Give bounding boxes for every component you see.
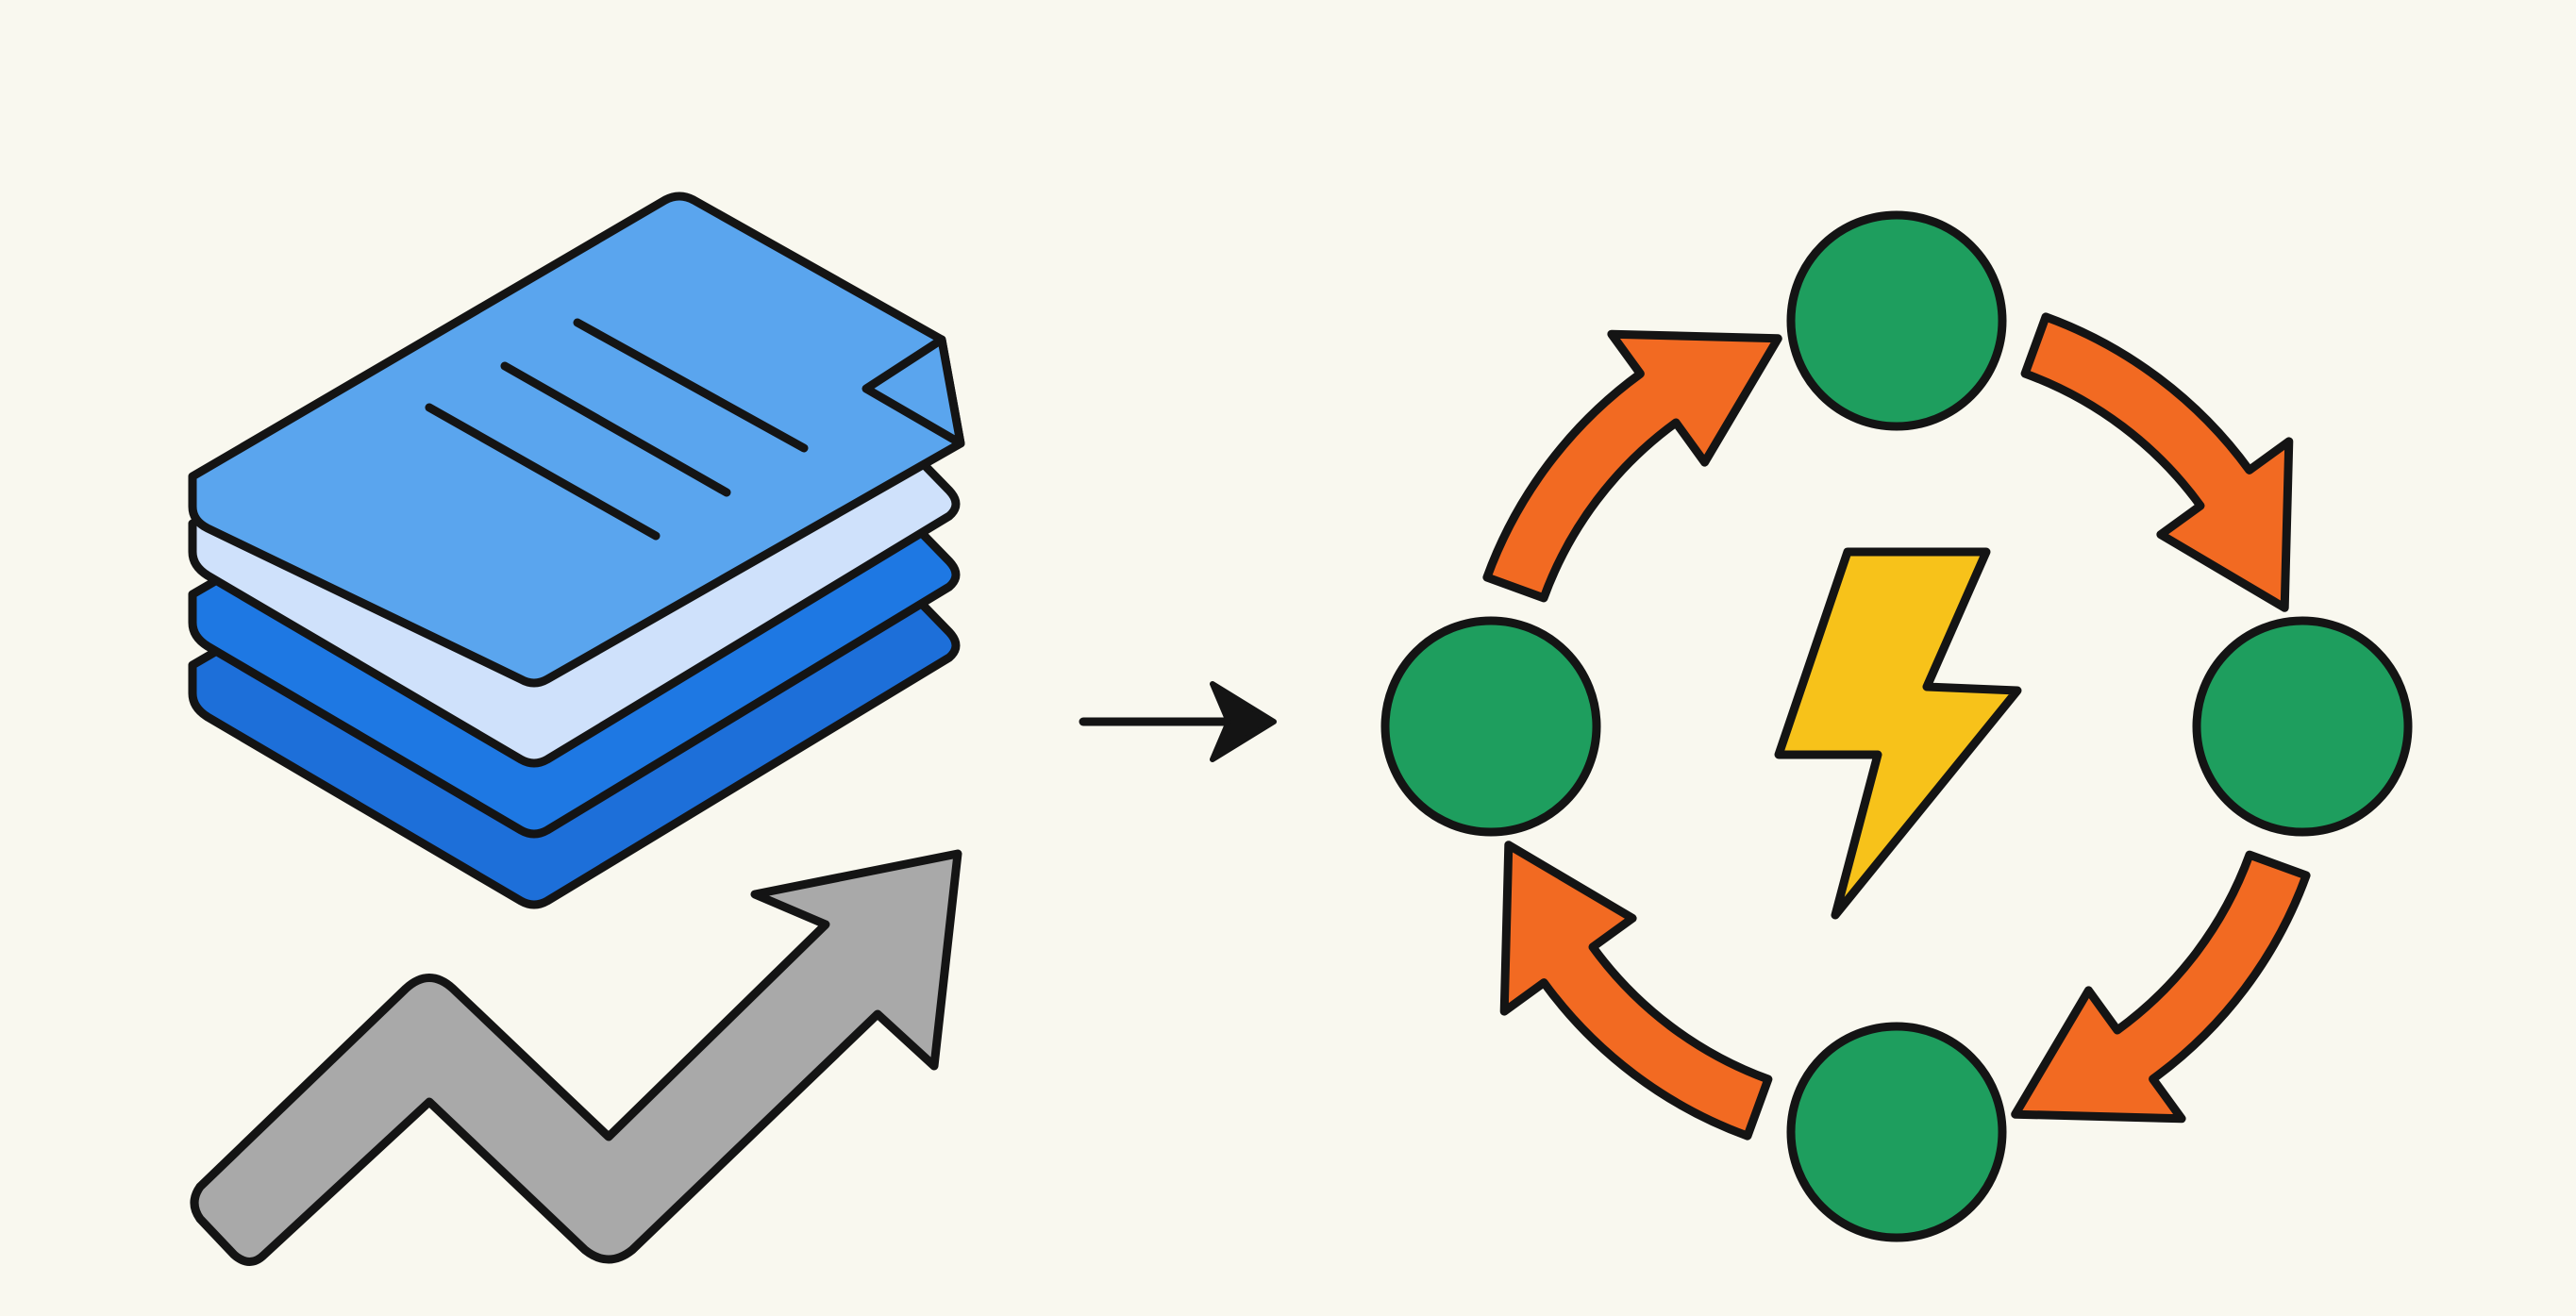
doc-text-line-2 [500,361,731,497]
doc-text-line-3 [425,403,661,541]
cycle-arrow-4 [1482,329,1782,603]
cycle-node-2 [2192,616,2413,837]
cycle-arrow-3 [1499,841,1773,1141]
trend-arrow-shape [190,849,962,1266]
cycle-nodes [1380,210,2413,1242]
doc-top-sheet [188,192,965,688]
doc-text-line-1 [573,318,809,453]
doc-folded-corner [861,335,965,448]
cycle-arrows [1482,312,2311,1141]
cycle-arrow-1 [2020,312,2294,612]
cycle-node-4 [1380,616,1601,837]
document-stack-icon [188,192,965,909]
bolt-shape [1774,547,2022,920]
connector-head [1210,681,1277,762]
cycle-arrow-2 [2011,850,2311,1124]
right-arrow-icon [1079,681,1277,762]
trend-up-arrow-icon [190,849,962,1266]
cycle-node-3 [1786,1022,2007,1242]
lightning-bolt-icon [1774,547,2022,920]
cycle-node-1 [1786,210,2007,431]
cycle-ring-icon [1380,210,2413,1242]
